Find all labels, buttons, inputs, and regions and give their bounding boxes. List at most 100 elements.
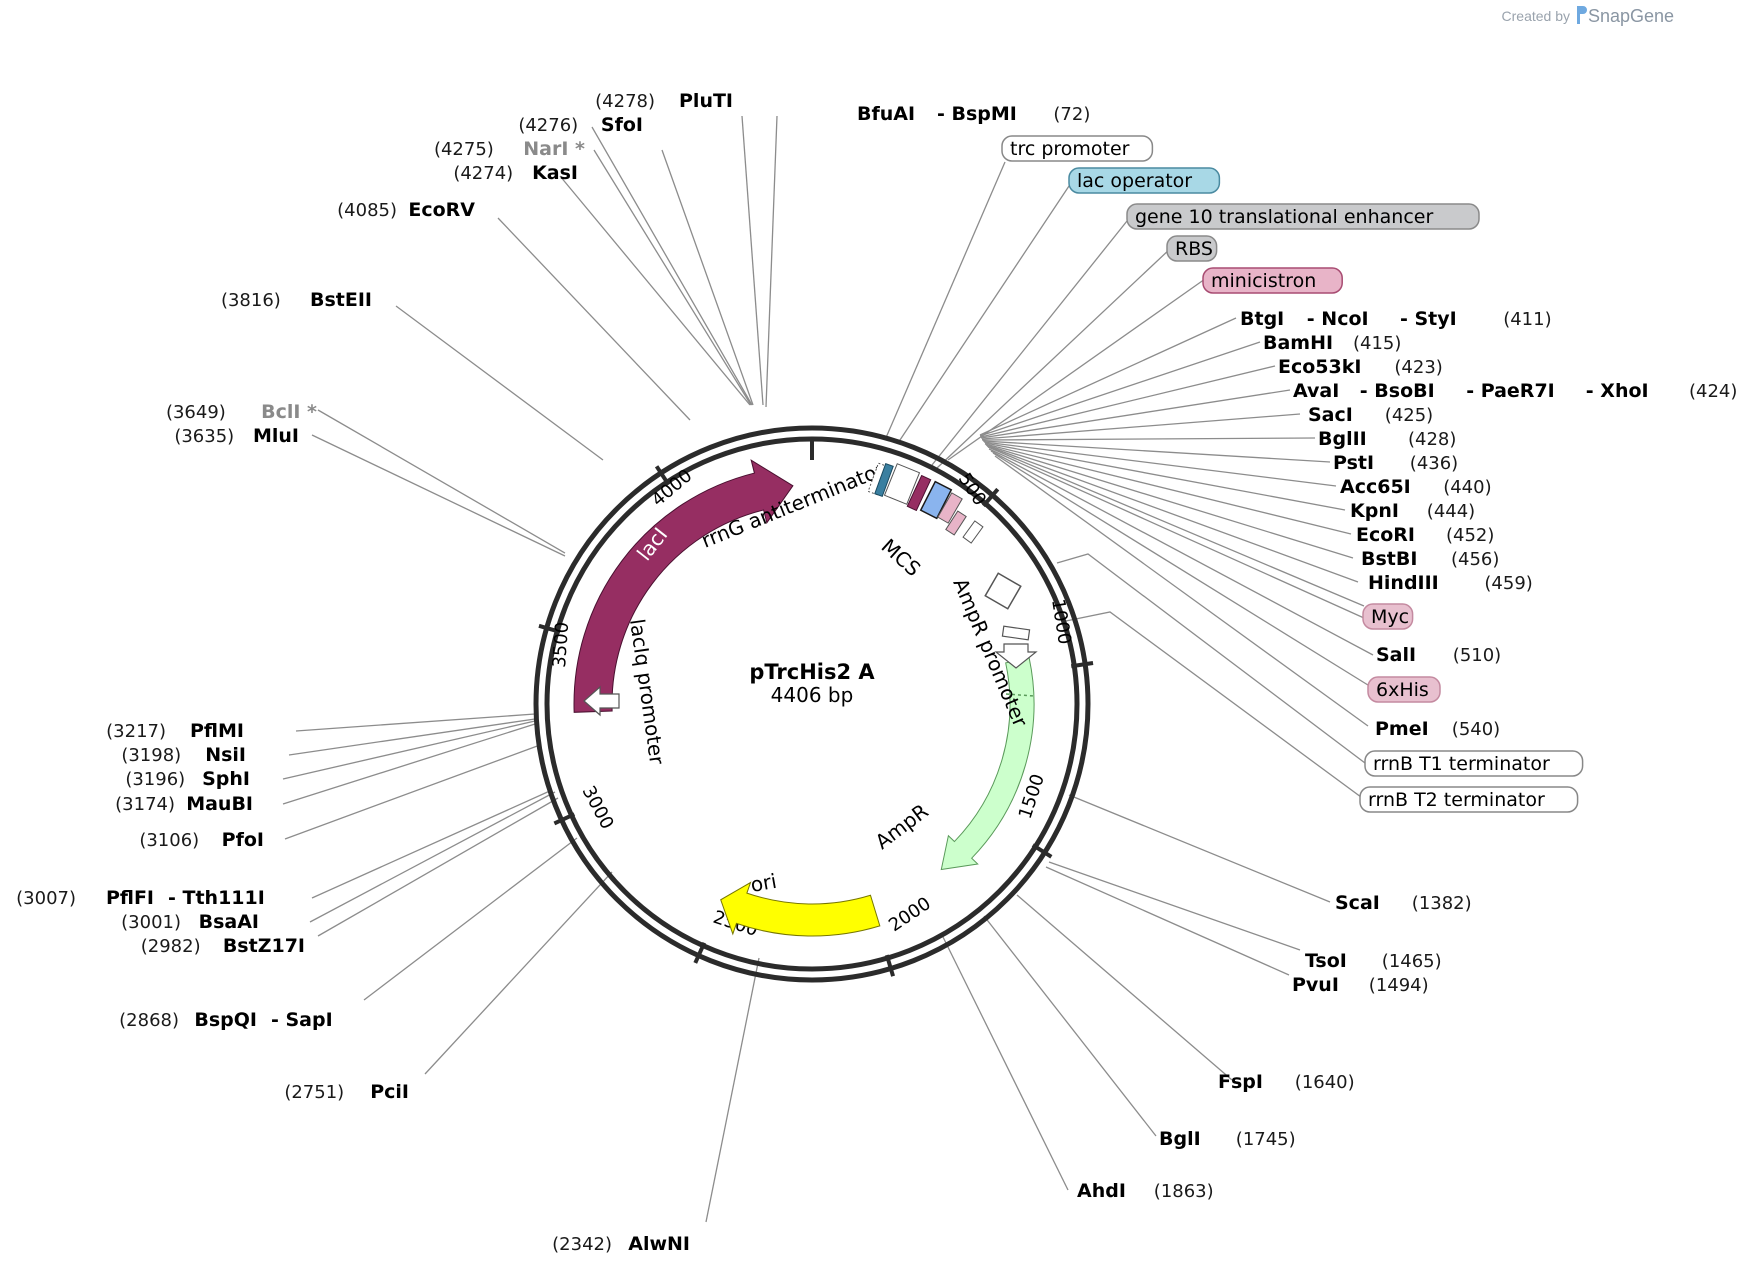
- site-EcoRI[interactable]: EcoRI(452): [1356, 524, 1494, 546]
- ori-feature-arrow[interactable]: [720, 881, 881, 937]
- site-position: (428): [1408, 429, 1456, 450]
- feature-box-Myc[interactable]: Myc: [1362, 603, 1414, 630]
- site-SphI[interactable]: SphI(3196): [125, 768, 250, 790]
- site-position: (444): [1427, 501, 1475, 522]
- site-SacI[interactable]: SacI(425): [1308, 404, 1433, 426]
- lacI-feature-arrow[interactable]: [573, 459, 794, 713]
- site-position: (411): [1503, 309, 1551, 330]
- restriction-sites-right: BfuAI- BspMI(72)BtgI- NcoI- StyI(411)Bam…: [857, 103, 1737, 1202]
- site-name-extra: - SapI: [271, 1009, 333, 1031]
- site-AhdI[interactable]: AhdI(1863): [1077, 1180, 1214, 1202]
- site-TsoI[interactable]: TsoI(1465): [1305, 950, 1442, 972]
- site-name: ScaI: [1335, 892, 1380, 914]
- mcs-feature-cluster[interactable]: [867, 462, 984, 544]
- restriction-sites-left: PluTI(4278)SfoI(4276)NarI *(4275)KasI(42…: [16, 90, 733, 1255]
- feature-box-lac-operator[interactable]: lac operator: [1068, 167, 1221, 194]
- site-name: KpnI: [1350, 500, 1399, 522]
- feature-box-trc-promoter[interactable]: trc promoter: [1001, 135, 1154, 162]
- site-BamHI[interactable]: BamHI(415): [1263, 332, 1401, 354]
- tick-mark: [553, 812, 576, 826]
- site-position: (3816): [221, 290, 281, 311]
- site-position: (3635): [174, 426, 234, 447]
- feature-box-6xHis[interactable]: 6xHis: [1367, 676, 1441, 703]
- site-BclI[interactable]: BclI *(3649): [166, 401, 317, 423]
- site-KasI[interactable]: KasI(4274): [453, 162, 578, 184]
- feature-box-label: Myc: [1371, 606, 1409, 628]
- site-NarI[interactable]: NarI *(4275): [434, 138, 585, 160]
- site-SfoI[interactable]: SfoI(4276): [518, 114, 643, 136]
- AmpR-promoter-arrow[interactable]: [994, 643, 1038, 669]
- AmpR-label: AmpR: [871, 799, 933, 854]
- feature-box-RBS[interactable]: RBS: [1166, 235, 1218, 262]
- site-HindIII[interactable]: HindIII(459): [1368, 572, 1533, 594]
- site-PvuI[interactable]: PvuI(1494): [1292, 974, 1429, 996]
- site-KpnI[interactable]: KpnI (444): [1350, 500, 1475, 522]
- site-SalI[interactable]: SalI (510): [1376, 644, 1501, 666]
- leader-lines: [282, 115, 1377, 1223]
- site-name: SalI: [1376, 644, 1416, 666]
- site-name: PfoI: [222, 829, 264, 851]
- site-BglI[interactable]: BglI(1745): [1159, 1128, 1296, 1150]
- site-position: (2751): [284, 1082, 344, 1103]
- site-position: (3001): [121, 912, 181, 933]
- site-name: BsaAI: [199, 911, 259, 933]
- site-name: KasI: [532, 162, 578, 184]
- site-position: (3174): [115, 794, 175, 815]
- site-Acc65I[interactable]: Acc65I(440): [1340, 476, 1492, 498]
- site-name: BclI *: [261, 401, 317, 423]
- site-BstEII[interactable]: BstEII(3816): [221, 289, 372, 311]
- site-AlwNI[interactable]: AlwNI(2342): [552, 1233, 690, 1255]
- site-position: (424): [1689, 381, 1737, 402]
- site-PstI[interactable]: PstI(436): [1333, 452, 1458, 474]
- site-position: (3196): [125, 769, 185, 790]
- site-name: Acc65I: [1340, 476, 1411, 498]
- tick-mark: [1031, 843, 1053, 859]
- site-MauBI[interactable]: MauBI(3174): [115, 793, 253, 815]
- site-EcoRV[interactable]: EcoRV(4085): [337, 199, 475, 221]
- site-PciI[interactable]: PciI(2751): [284, 1081, 409, 1103]
- site-position: (1863): [1154, 1181, 1214, 1202]
- site-name: BspQI: [194, 1009, 257, 1031]
- site-BtgI[interactable]: BtgI- NcoI- StyI(411): [1240, 308, 1552, 330]
- feature-box-gene-10-translational-enhancer[interactable]: gene 10 translational enhancer: [1126, 203, 1480, 230]
- site-BsaAI[interactable]: BsaAI (3001): [121, 911, 259, 933]
- site-BfuAI[interactable]: BfuAI- BspMI(72): [857, 103, 1090, 125]
- feature-box-rrnB-T1-terminator[interactable]: rrnB T1 terminator: [1364, 750, 1584, 777]
- site-BstZ17I[interactable]: BstZ17I(2982): [141, 935, 305, 957]
- site-BglII[interactable]: BglII(428): [1318, 428, 1456, 450]
- site-AvaI[interactable]: AvaI- BsoBI- PaeR7I- XhoI(424): [1293, 380, 1737, 402]
- site-name: BstBI: [1361, 548, 1417, 570]
- site-PmeI[interactable]: PmeI(540): [1375, 718, 1500, 740]
- tick-marks: [538, 439, 1094, 977]
- feature-box-label: RBS: [1175, 238, 1213, 260]
- feature-box-minicistron[interactable]: minicistron: [1202, 267, 1343, 294]
- site-name: - BsoBI: [1360, 380, 1435, 402]
- site-BstBI[interactable]: BstBI (456): [1361, 548, 1499, 570]
- site-MluI[interactable]: MluI(3635): [174, 425, 299, 447]
- site-PfoI[interactable]: PfoI(3106): [139, 829, 264, 851]
- site-position: (456): [1451, 549, 1499, 570]
- feature-box-rrnB-T2-terminator[interactable]: rrnB T2 terminator: [1359, 786, 1579, 813]
- site-PluTI[interactable]: PluTI(4278): [595, 90, 733, 112]
- site-position: (1382): [1412, 893, 1472, 914]
- site-name: PvuI: [1292, 974, 1339, 996]
- site-Eco53kI[interactable]: Eco53kI(423): [1278, 356, 1443, 378]
- site-position: (3217): [106, 721, 166, 742]
- lacIq-promoter-arrow[interactable]: [583, 685, 620, 717]
- feature-box-label: gene 10 translational enhancer: [1135, 206, 1433, 228]
- site-position: (2868): [119, 1010, 179, 1031]
- site-PflFI[interactable]: PflFI(3007)- Tth111I: [16, 887, 265, 909]
- site-NsiI[interactable]: NsiI(3198): [121, 744, 246, 766]
- site-PflMI[interactable]: PflMI(3217): [106, 720, 244, 742]
- site-position: (425): [1385, 405, 1433, 426]
- tick-label-3000: 3000: [578, 782, 618, 832]
- site-BspQI[interactable]: BspQI (2868) - SapI: [119, 1009, 333, 1031]
- site-position: (510): [1453, 645, 1501, 666]
- AmpR-feature-arrow[interactable]: [940, 657, 1035, 871]
- site-name: TsoI: [1305, 950, 1347, 972]
- site-ScaI[interactable]: ScaI (1382): [1335, 892, 1472, 914]
- backbone-outer: [533, 425, 1091, 983]
- site-name: - StyI: [1400, 308, 1457, 330]
- site-FspI[interactable]: FspI(1640): [1218, 1071, 1355, 1093]
- feature-box-label: trc promoter: [1010, 138, 1130, 160]
